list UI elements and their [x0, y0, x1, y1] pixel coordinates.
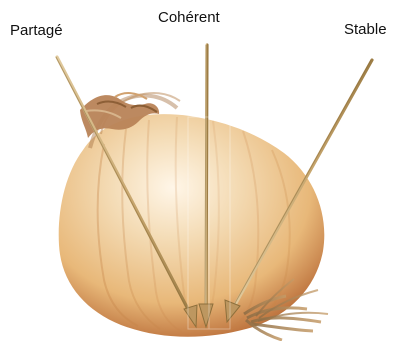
- onion-illustration: [0, 0, 400, 341]
- onion-diagram: Partagé Cohérent Stable: [0, 0, 400, 341]
